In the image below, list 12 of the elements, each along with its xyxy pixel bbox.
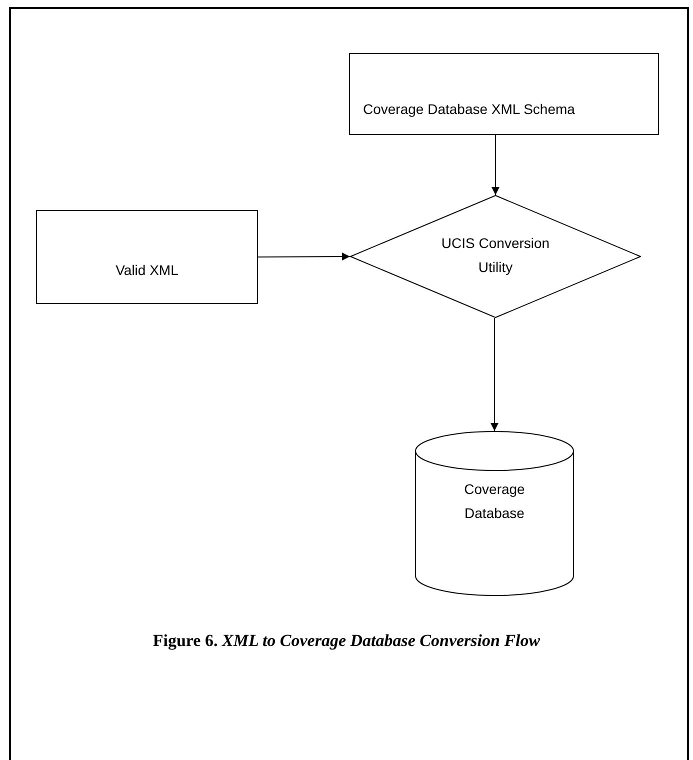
node-label: Coverage Database XML Schema [363,100,575,119]
arrow [492,134,500,196]
process-box [36,210,258,304]
node-label: Valid XML [116,261,178,280]
database-cylinder [415,431,574,596]
process-box [349,53,659,135]
node-label: Coverage Database [463,480,526,523]
arrow [258,252,350,261]
decision-diamond [350,195,641,318]
node-label: UCIS Conversion Utility [440,234,551,277]
figure-caption: Figure 6. XML to Coverage Database Conversion Flow [152,630,540,652]
arrow [490,318,498,432]
